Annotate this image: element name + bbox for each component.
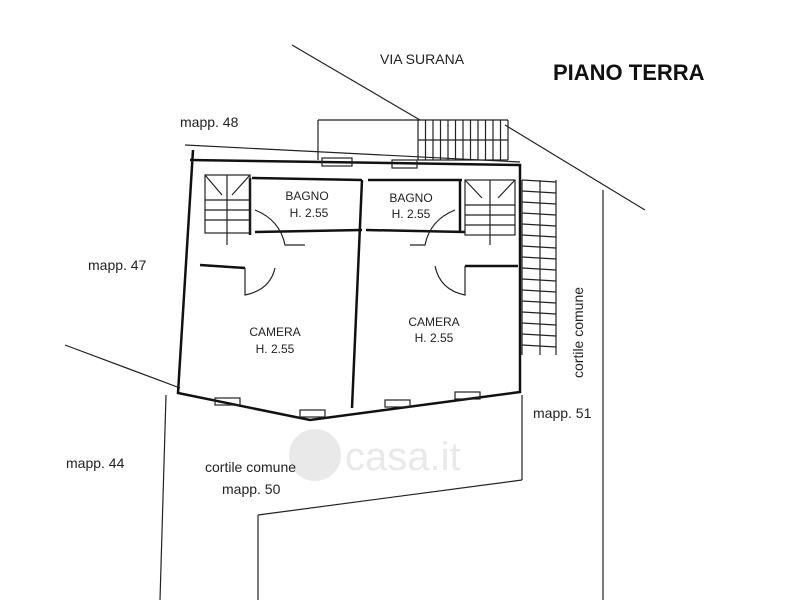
stair-step <box>521 311 557 315</box>
stair-step <box>521 201 557 205</box>
stair-step <box>521 322 557 326</box>
parcel-label-48: mapp. 48 <box>180 114 239 130</box>
room-name-bagno-left: BAGNO <box>285 189 328 203</box>
stair-step <box>521 289 557 293</box>
exterior-stairs-right <box>521 179 557 355</box>
stair-step <box>521 223 557 227</box>
stair-step <box>521 234 557 238</box>
windows <box>214 157 481 418</box>
site-boundaries <box>64 44 646 600</box>
street-label: VIA SURANA <box>380 51 465 67</box>
stair-step <box>521 190 557 194</box>
courtyard-label-bottom: cortile comune <box>205 459 296 475</box>
watermark-logo-icon <box>289 429 341 481</box>
stair-step <box>521 245 557 249</box>
stairs-right <box>464 179 516 245</box>
room-height-camera-left: H. 2.55 <box>256 342 295 356</box>
room-name-camera-right: CAMERA <box>408 315 459 329</box>
stair-step <box>521 344 557 348</box>
parcel-label-51: mapp. 51 <box>533 405 592 421</box>
room-name-bagno-right: BAGNO <box>389 191 432 205</box>
building-walls <box>176 149 522 422</box>
stair-step <box>521 212 557 216</box>
parcel-label-50: mapp. 50 <box>222 481 281 497</box>
room-height-camera-right: H. 2.55 <box>415 331 454 345</box>
stair-step <box>521 256 557 260</box>
parcel-label-47: mapp. 47 <box>88 257 147 273</box>
stair-step <box>521 179 557 183</box>
stair-step <box>521 267 557 271</box>
parcel-label-44: mapp. 44 <box>66 455 125 471</box>
doors <box>244 209 466 296</box>
courtyard-label-right: cortile comune <box>570 287 586 378</box>
plan-title: PIANO TERRA <box>553 60 705 85</box>
room-name-camera-left: CAMERA <box>249 325 300 339</box>
watermark: casa.it <box>289 429 461 481</box>
stair-step <box>521 333 557 337</box>
stair-step <box>521 278 557 282</box>
stair-step <box>521 300 557 304</box>
exterior-stairs-top <box>417 119 509 161</box>
room-height-bagno-right: H. 2.55 <box>392 207 431 221</box>
watermark-text: casa.it <box>345 435 461 479</box>
stairs-left <box>204 174 251 245</box>
room-height-bagno-left: H. 2.55 <box>290 206 329 220</box>
